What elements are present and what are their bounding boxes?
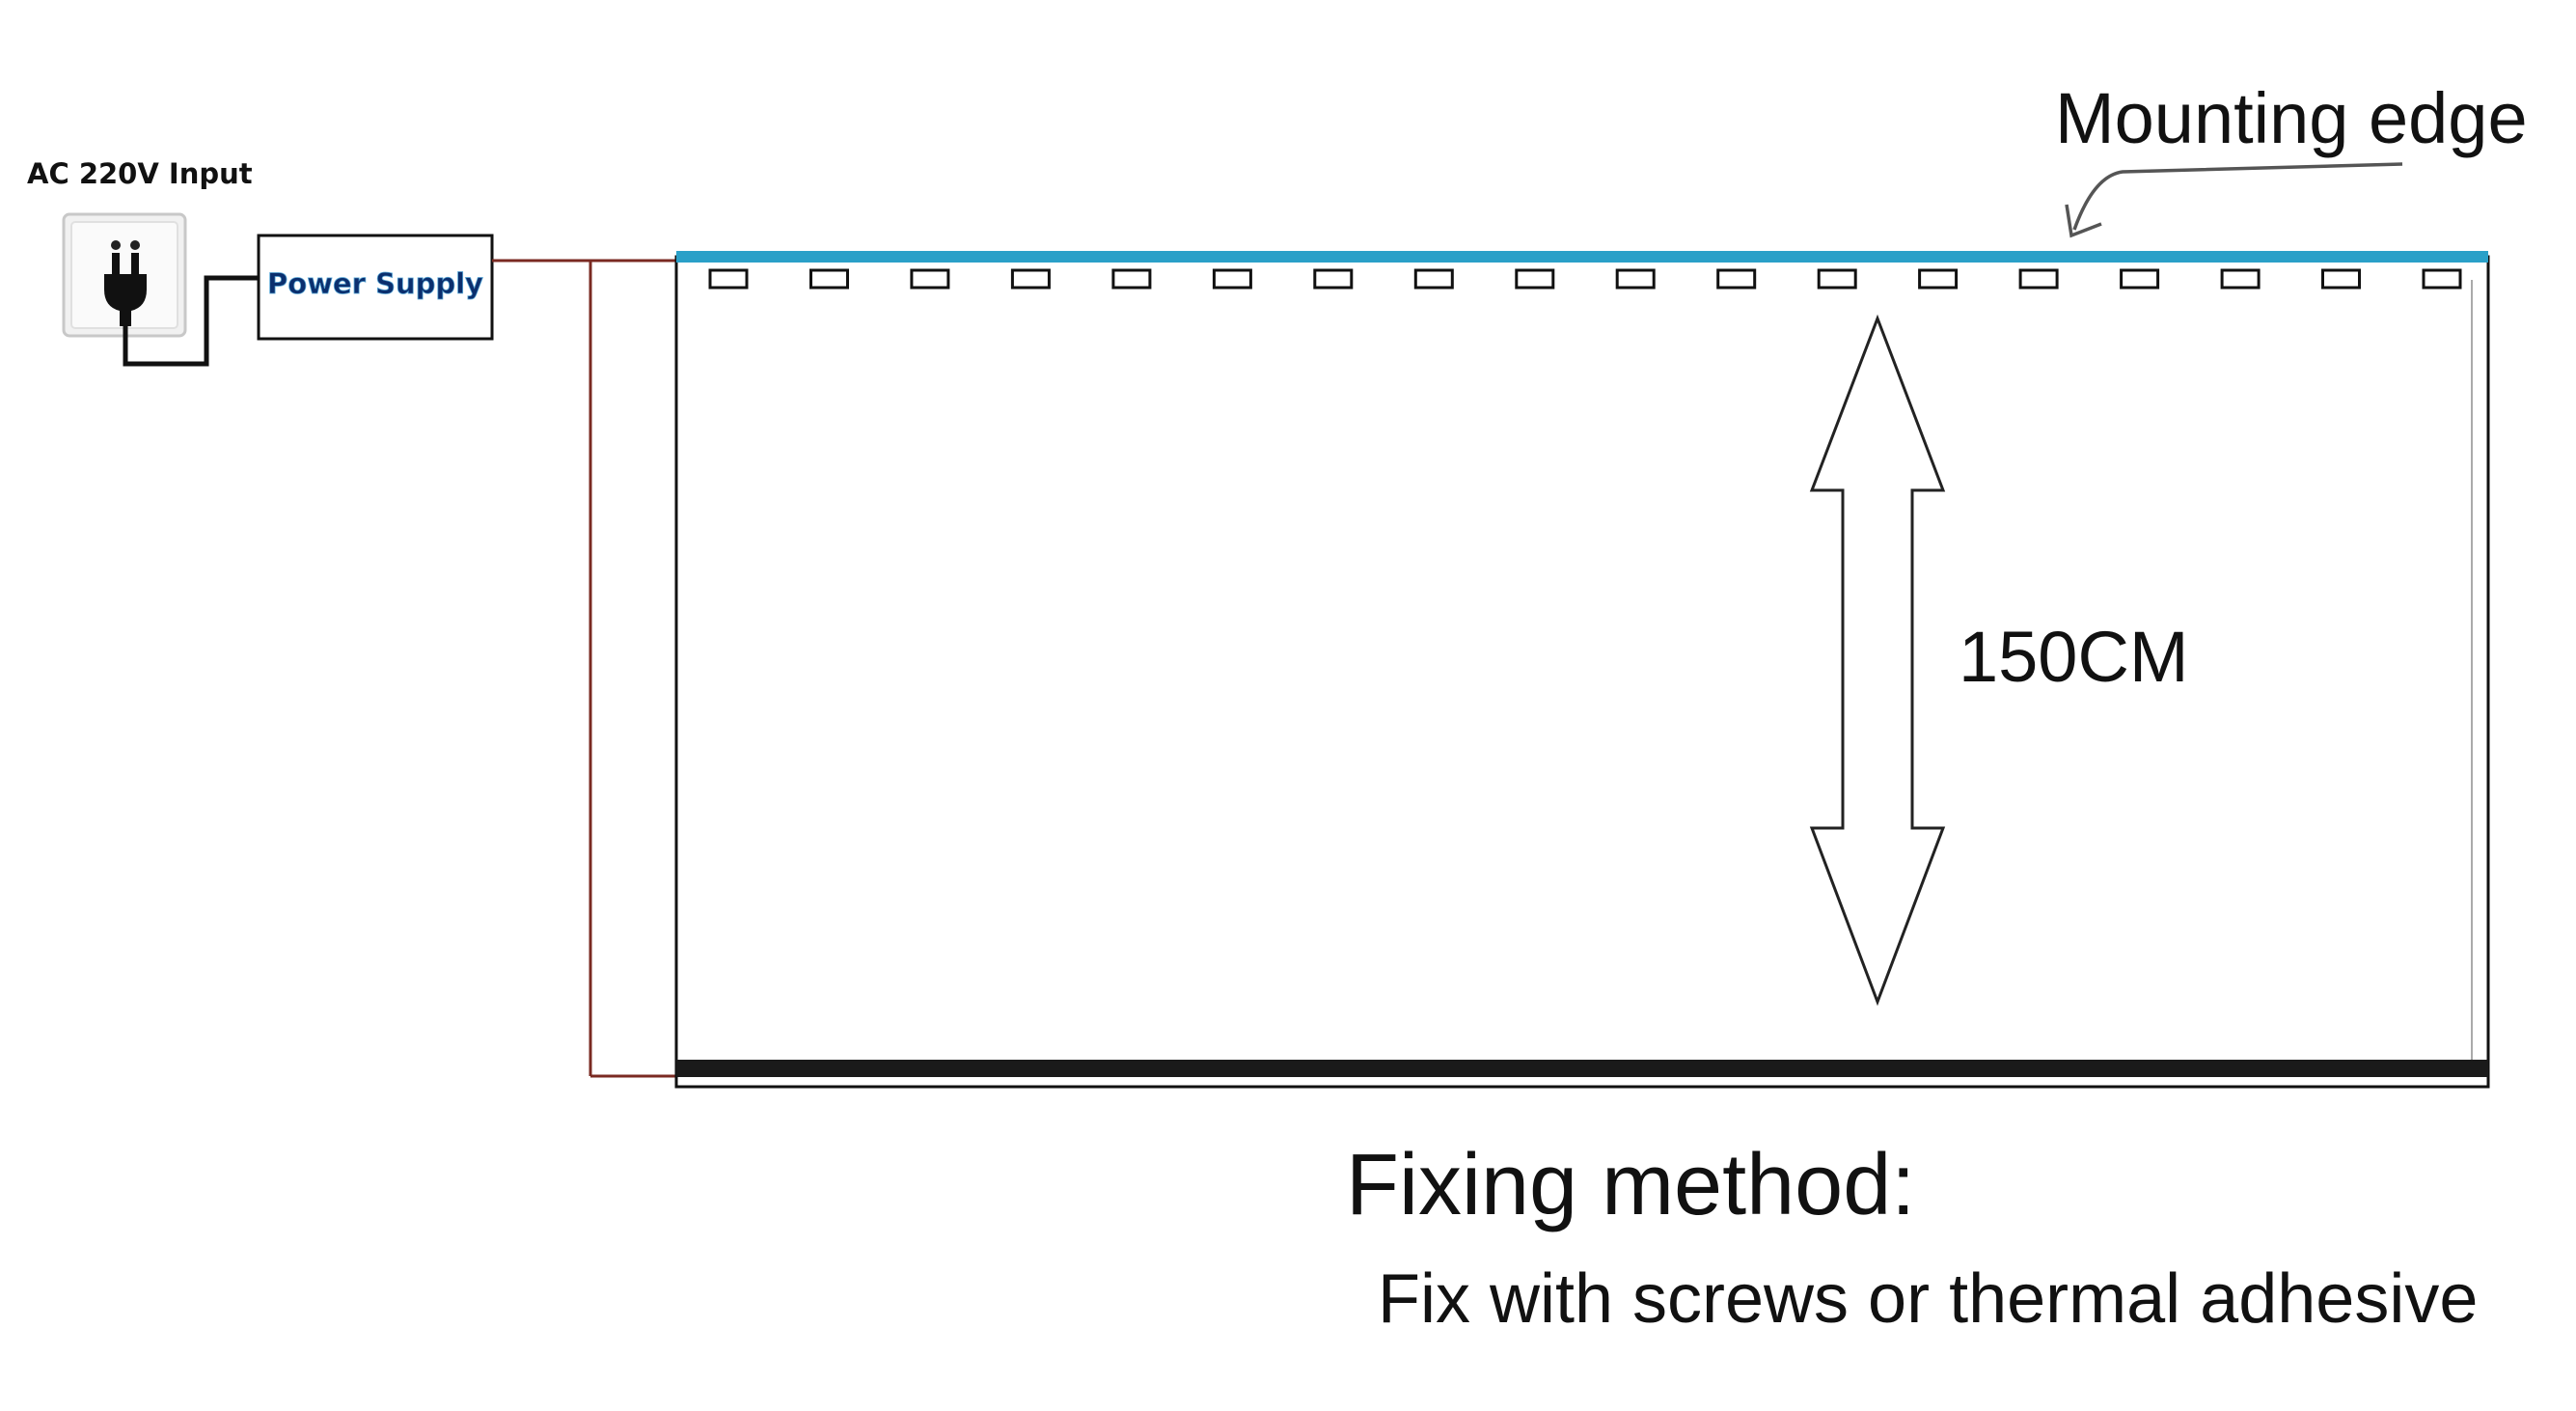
power-wires xyxy=(492,259,677,1078)
mounting-clip xyxy=(1615,268,1656,290)
mounting-clips xyxy=(708,268,2462,290)
power-supply-box: Power Supply xyxy=(257,234,494,341)
mounting-clip xyxy=(809,268,849,290)
curved-arrow-icon xyxy=(2065,162,2403,238)
bottom-bar xyxy=(676,1060,2488,1077)
fixing-method-detail: Fix with screws or thermal adhesive xyxy=(1378,1260,2478,1338)
mounting-clip xyxy=(1918,268,1959,290)
mounting-clip xyxy=(910,268,950,290)
mounting-clip xyxy=(1010,268,1051,290)
plug-cable xyxy=(123,275,259,367)
double-headed-arrow-icon xyxy=(1809,314,1946,1007)
light-panel xyxy=(674,255,2490,1089)
power-supply-label: Power Supply xyxy=(267,267,483,300)
mounting-clip xyxy=(2018,268,2059,290)
mounting-edge-label: Mounting edge xyxy=(2055,78,2528,158)
mounting-strip xyxy=(676,251,2488,263)
mounting-clip xyxy=(1313,268,1354,290)
mounting-clip xyxy=(1716,268,1757,290)
dimension-label: 150CM xyxy=(1959,617,2189,697)
mounting-clip xyxy=(2422,268,2462,290)
mounting-clip xyxy=(1817,268,1857,290)
mounting-clip xyxy=(1111,268,1152,290)
mounting-clip xyxy=(2220,268,2261,290)
mounting-clip xyxy=(2120,268,2160,290)
mounting-clip xyxy=(1515,268,1555,290)
mounting-clip xyxy=(708,268,749,290)
wall-socket-with-plug-icon xyxy=(62,212,187,338)
mounting-clip xyxy=(2321,268,2361,290)
mounting-clip xyxy=(1413,268,1454,290)
fixing-method-title: Fixing method: xyxy=(1346,1137,1915,1233)
ac-input-label: AC 220V Input xyxy=(27,157,253,190)
mounting-clip xyxy=(1212,268,1252,290)
